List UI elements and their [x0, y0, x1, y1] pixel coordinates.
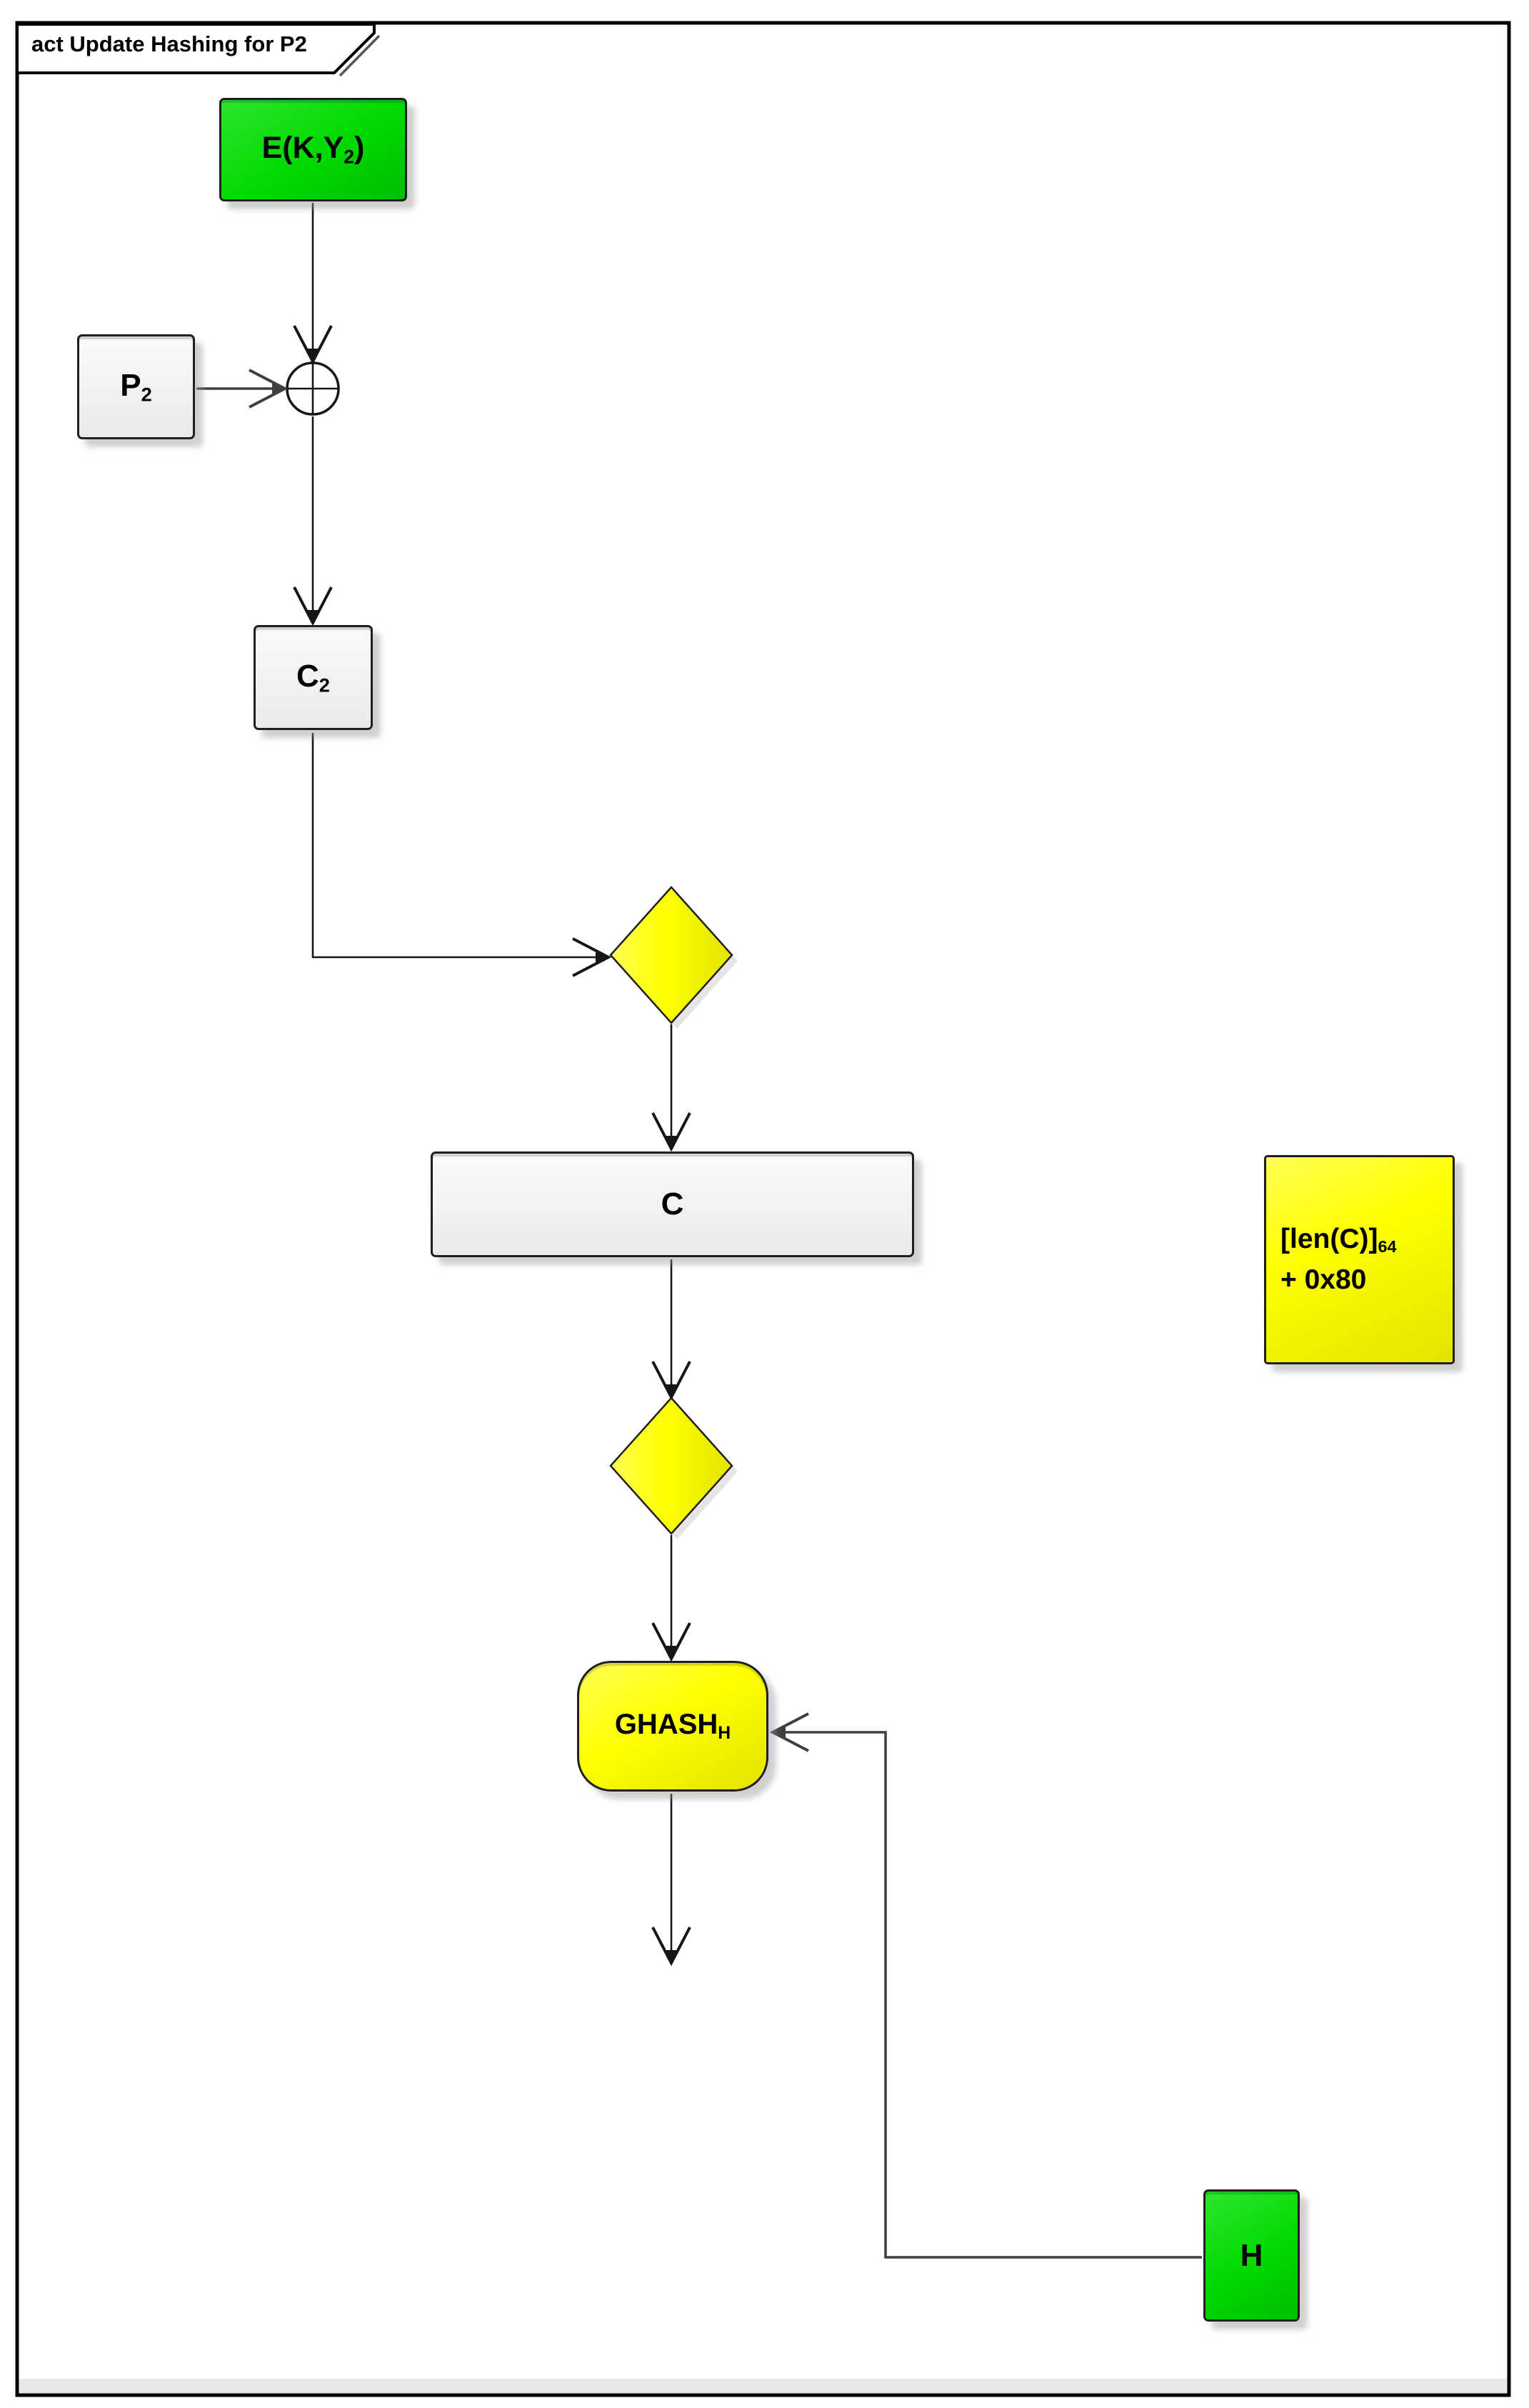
title-tab-shape [16, 23, 376, 74]
edge-merge2-to-ghash[interactable] [651, 1535, 691, 1662]
object-node-p2[interactable]: P2 [77, 334, 195, 439]
object-node-c2[interactable]: C2 [254, 625, 373, 730]
merge-node-1[interactable] [609, 886, 738, 1029]
note-line1-main: [len(C)] [1280, 1223, 1378, 1254]
note-len-c[interactable]: [len(C)]64 + 0x80 [1264, 1155, 1455, 1364]
node-h-label: H [1240, 2237, 1263, 2273]
label-subscript: 2 [141, 383, 152, 406]
node-ghash-label: GHASHH [615, 1710, 731, 1743]
note-line1-subscript: 64 [1378, 1237, 1397, 1256]
action-node-ghash[interactable]: GHASHH [577, 1661, 768, 1792]
object-node-c[interactable]: C [431, 1151, 914, 1257]
label-subscript: H [718, 1723, 731, 1743]
note-line-1: [len(C)]64 [1280, 1219, 1397, 1260]
label-close: ) [354, 130, 365, 165]
label-main: GHASH [614, 1708, 718, 1740]
label-main: C [296, 658, 319, 694]
merge-node-2[interactable] [609, 1397, 738, 1539]
label-subscript: 2 [319, 674, 330, 696]
diagram-title-tab [16, 23, 381, 77]
edge-ghash-output[interactable] [651, 1794, 691, 1967]
label-subscript: 2 [344, 146, 355, 168]
diagram-frame-border [15, 21, 1511, 2397]
diagram-title: act Update Hashing for P2 [31, 31, 307, 56]
label-main: E(K,Y [261, 130, 344, 165]
bottom-strip [19, 2379, 1508, 2394]
edge-c2-to-merge1[interactable] [311, 733, 612, 977]
edge-merge1-to-c[interactable] [651, 1024, 691, 1152]
edge-h-to-ghash[interactable] [769, 1712, 1202, 2259]
edge-p2-to-xor[interactable] [196, 369, 289, 409]
note-line-2: + 0x80 [1280, 1264, 1367, 1295]
node-p2-label: P2 [120, 367, 152, 406]
node-c-label: C [661, 1186, 684, 1222]
edge-xor-to-c2[interactable] [293, 416, 333, 626]
edge-c-to-merge2[interactable] [651, 1259, 691, 1401]
node-c2-label: C2 [296, 658, 330, 696]
action-node-eky2[interactable]: E(K,Y2) [219, 98, 407, 201]
object-node-h[interactable]: H [1203, 2189, 1300, 2322]
label-main: P [120, 367, 141, 403]
edge-eky2-to-xor[interactable] [293, 203, 333, 365]
node-eky2-label: E(K,Y2) [261, 130, 365, 168]
title-tab-shadow-line [339, 34, 381, 77]
xor-junction[interactable] [286, 361, 340, 416]
